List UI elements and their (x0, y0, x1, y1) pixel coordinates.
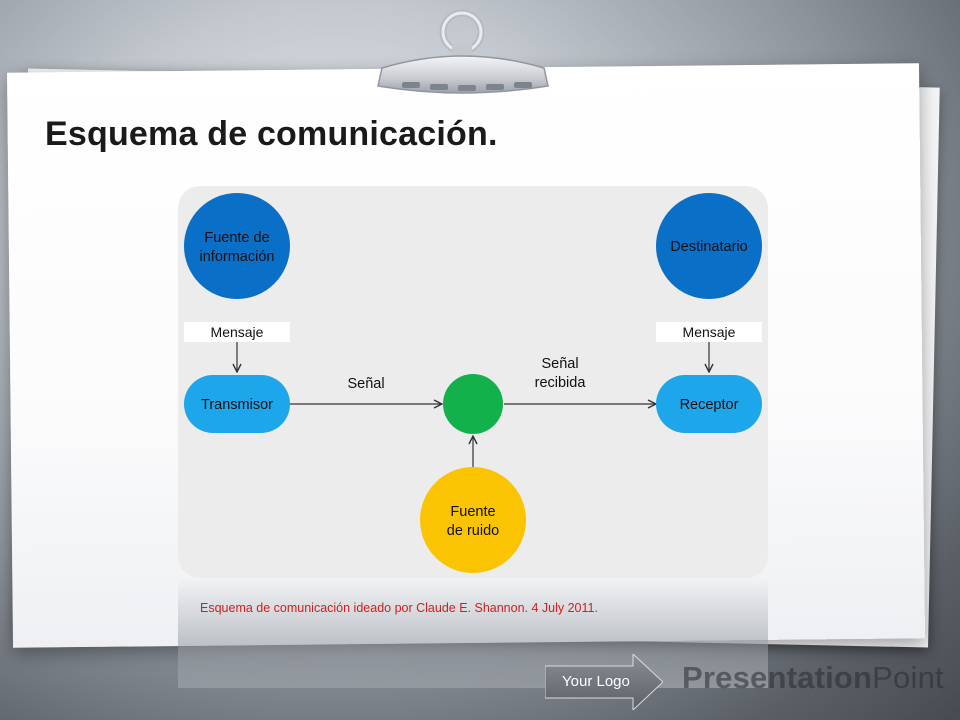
right-arrow-icon (545, 654, 663, 710)
logo-text: Your Logo (562, 673, 630, 690)
received-signal-label-line1: Señal (541, 356, 578, 372)
reflection-fade (178, 578, 768, 688)
brand-bold: Presentation (682, 660, 873, 695)
communication-diagram: Fuente de información Destinatario Mensa… (178, 186, 768, 578)
brand-wordmark: PresentationPoint (682, 660, 944, 696)
noise-label-line2: de ruido (447, 523, 499, 539)
message-box-left (184, 322, 290, 342)
source-label-line2: información (200, 249, 275, 265)
signal-label: Señal (347, 376, 384, 392)
message-label-right: Mensaje (683, 324, 736, 340)
channel-node (443, 374, 503, 434)
slide-title: Esquema de comunicación. (45, 115, 498, 153)
message-box-right (656, 322, 762, 342)
destination-node (656, 193, 762, 299)
transmitter-node (184, 375, 290, 433)
noise-source-node (420, 467, 526, 573)
received-signal-label-line2: recibida (535, 375, 587, 391)
receiver-label: Receptor (680, 397, 739, 413)
brand-light: Point (872, 660, 944, 695)
source-label-line1: Fuente de (204, 230, 269, 246)
destination-label: Destinatario (670, 239, 747, 255)
binder-clip-icon (377, 9, 549, 94)
noise-label-line1: Fuente (450, 504, 495, 520)
transmitter-label: Transmisor (201, 397, 273, 413)
diagram-caption: Esquema de comunicación ideado por Claud… (200, 601, 598, 615)
message-label-left: Mensaje (211, 324, 264, 340)
source-node (184, 193, 290, 299)
receiver-node (656, 375, 762, 433)
